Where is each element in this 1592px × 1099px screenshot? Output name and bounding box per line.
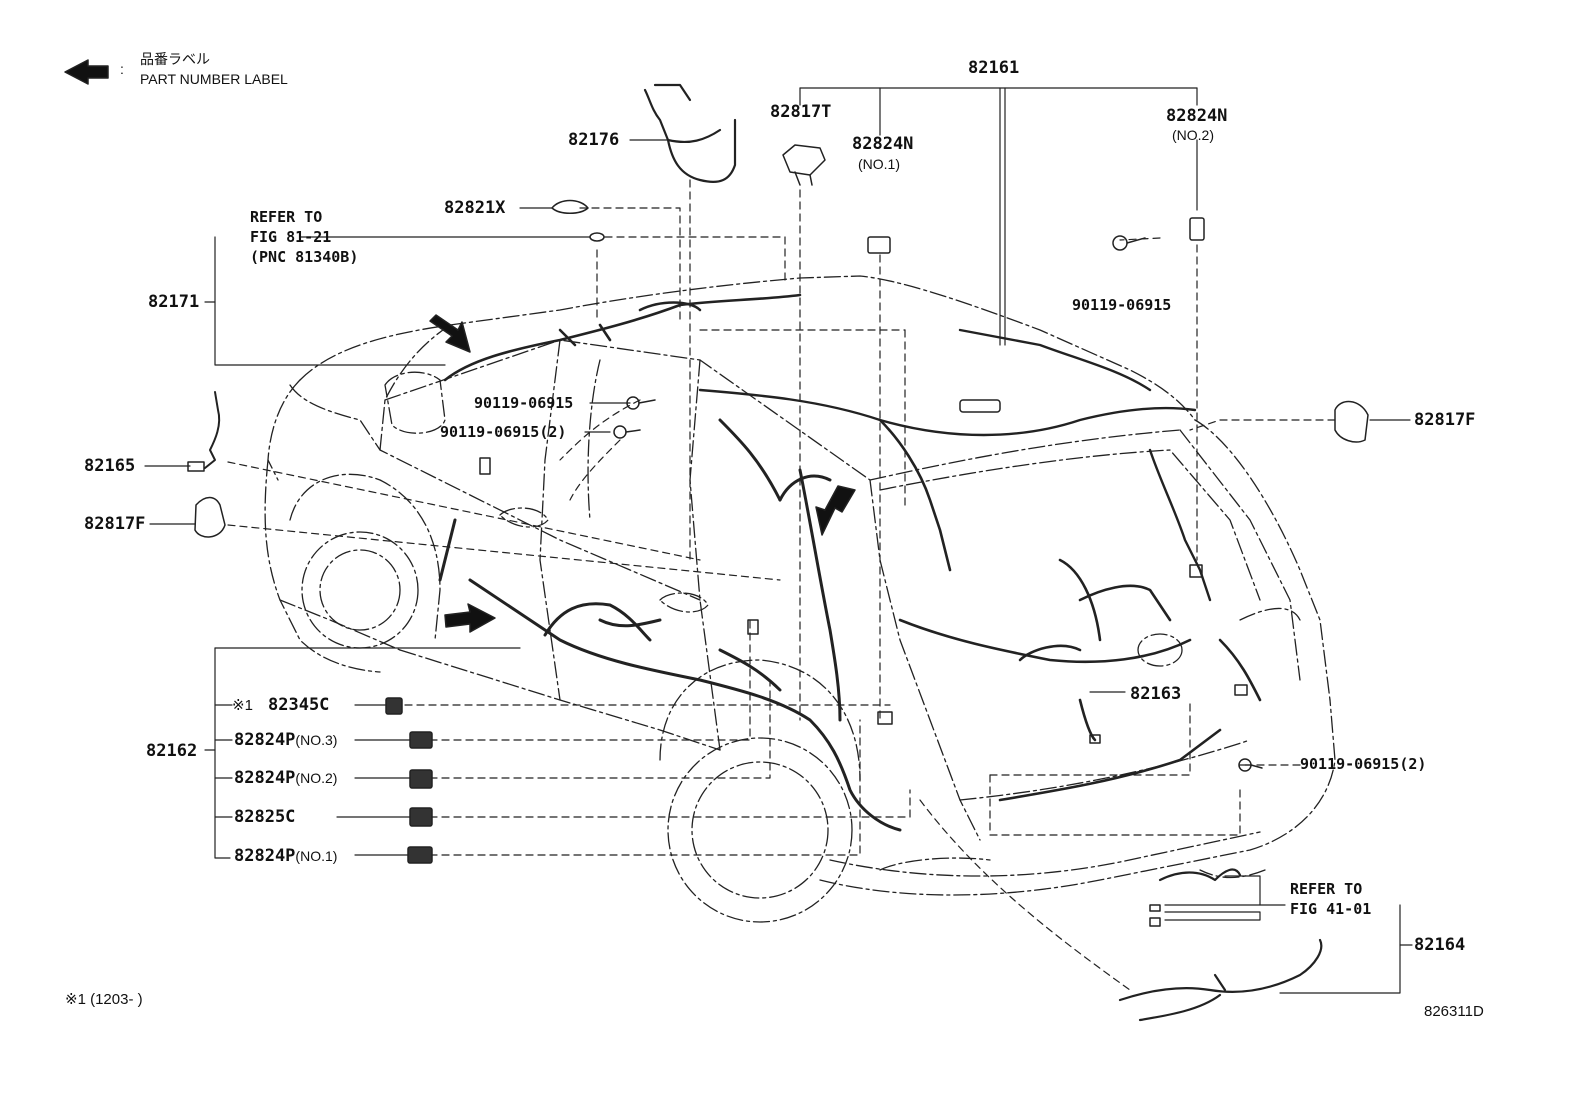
diagram-id: 826311D bbox=[1424, 1003, 1484, 1020]
harness-82165 bbox=[204, 391, 221, 469]
refer-note-1-line3: (PNC 81340B) bbox=[250, 248, 359, 266]
callout-bolt-right: 90119-06915(2) bbox=[1300, 755, 1427, 773]
callout-bolt-mid1: 90119-06915 bbox=[474, 394, 574, 412]
callout-82176: 82176 bbox=[568, 130, 620, 150]
callout-82345c-mark: ※1 bbox=[232, 697, 253, 714]
callout-82824p-no3: 82824P(NO.3) bbox=[234, 730, 338, 750]
harness-82161-roof bbox=[698, 328, 1212, 602]
callout-82161: 82161 bbox=[968, 58, 1020, 78]
callout-82824n-no1-sub: (NO.1) bbox=[858, 156, 900, 172]
callout-bolt-top: 90119-06915 bbox=[1072, 296, 1172, 314]
refer-note-1-line1: REFER TO bbox=[250, 208, 323, 226]
callout-82345c: 82345C bbox=[268, 695, 330, 715]
callout-82165: 82165 bbox=[84, 456, 136, 476]
harness-82164 bbox=[1118, 868, 1323, 1022]
callout-82163: 82163 bbox=[1130, 684, 1182, 704]
callout-82817f-left: 82817F bbox=[84, 514, 146, 534]
harness-82176 bbox=[643, 83, 737, 183]
refer-note-1-line2: FIG 81-21 bbox=[250, 228, 332, 246]
callout-82824p-no1-sub: (NO.1) bbox=[295, 848, 338, 864]
callout-82825c: 82825C bbox=[234, 807, 296, 827]
callout-82817f-right: 82817F bbox=[1414, 410, 1476, 430]
parts bbox=[64, 59, 1369, 927]
bolt-shapes bbox=[613, 235, 1263, 772]
harness-82171-roof bbox=[443, 293, 802, 382]
callout-82824n-no2: 82824N bbox=[1166, 106, 1228, 126]
leader-lines-solid bbox=[144, 87, 1413, 994]
legend-separator: : bbox=[120, 61, 124, 77]
refer-note-2-line1: REFER TO bbox=[1290, 880, 1363, 898]
callout-82164: 82164 bbox=[1414, 935, 1466, 955]
footnote: ※1 (1203- ) bbox=[65, 991, 143, 1008]
legend-label-ja: 品番ラベル bbox=[140, 51, 210, 67]
refer-note-2-line2: FIG 41-01 bbox=[1290, 900, 1372, 918]
harness-82163-rear bbox=[878, 418, 1262, 802]
callout-82171: 82171 bbox=[148, 292, 200, 312]
leader-lines-dashed bbox=[227, 179, 1336, 991]
callout-82162: 82162 bbox=[146, 741, 198, 761]
callout-bolt-mid2: 90119-06915(2) bbox=[440, 423, 567, 441]
callout-82824n-no2-sub: (NO.2) bbox=[1172, 127, 1214, 143]
callout-82824p-no2-sub: (NO.2) bbox=[295, 770, 338, 786]
callout-82824n-no1: 82824N bbox=[852, 134, 914, 154]
legend-label-en: PART NUMBER LABEL bbox=[140, 71, 288, 87]
harness-82162-floor bbox=[438, 418, 902, 832]
vehicle-body-outline bbox=[264, 275, 1336, 923]
callout-82817t: 82817T bbox=[770, 102, 832, 122]
callout-82824p-no1: 82824P(NO.1) bbox=[234, 846, 338, 866]
callout-82821x: 82821X bbox=[444, 198, 506, 218]
callout-82824p-no2: 82824P(NO.2) bbox=[234, 768, 338, 788]
callout-82824p-no3-sub: (NO.3) bbox=[295, 732, 338, 748]
